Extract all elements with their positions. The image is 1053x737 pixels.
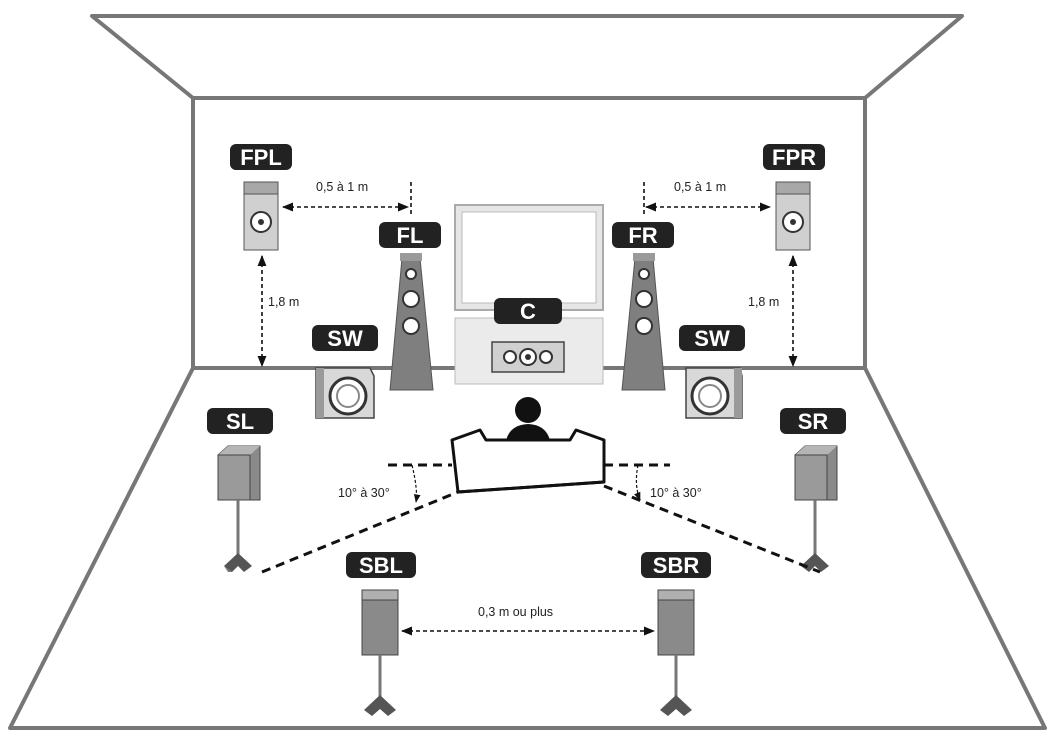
tag-fl: FL bbox=[379, 222, 441, 248]
surround-left-speaker bbox=[217, 445, 261, 572]
tag-fr: FR bbox=[612, 222, 674, 248]
svg-text:SBR: SBR bbox=[653, 553, 700, 578]
tag-fpr: FPR bbox=[763, 144, 825, 170]
svg-text:SBL: SBL bbox=[359, 553, 403, 578]
svg-text:SW: SW bbox=[694, 326, 730, 351]
front-right-speaker bbox=[621, 253, 666, 391]
tag-sbr: SBR bbox=[641, 552, 711, 578]
surround-line-left bbox=[261, 490, 459, 574]
svg-text:FPR: FPR bbox=[772, 145, 816, 170]
front-presence-right-gap-label: 0,5 à 1 m bbox=[674, 180, 726, 194]
surround-right-speaker bbox=[794, 445, 838, 572]
presence-height-left-label: 1,8 m bbox=[268, 295, 299, 309]
subwoofer-right bbox=[685, 367, 743, 419]
front-presence-left-speaker bbox=[243, 181, 279, 251]
surround-angle-right-label: 10° à 30° bbox=[650, 486, 702, 500]
tv-screen bbox=[454, 204, 604, 311]
front-presence-left-gap-label: 0,5 à 1 m bbox=[316, 180, 368, 194]
surround-angle-left-label: 10° à 30° bbox=[338, 486, 390, 500]
subwoofer-left bbox=[315, 367, 375, 419]
surround-line-right bbox=[603, 484, 821, 574]
tag-fpl: FPL bbox=[230, 144, 292, 170]
svg-text:FPL: FPL bbox=[240, 145, 282, 170]
angle-arc-left bbox=[411, 464, 421, 503]
tag-sbl: SBL bbox=[346, 552, 416, 578]
tag-sw-right: SW bbox=[679, 325, 745, 351]
svg-text:SL: SL bbox=[226, 409, 254, 434]
tag-c: C bbox=[494, 298, 562, 324]
svg-text:C: C bbox=[520, 299, 536, 324]
angle-arc-right bbox=[634, 464, 641, 501]
presence-height-right-label: 1,8 m bbox=[748, 295, 779, 309]
svg-text:FR: FR bbox=[628, 223, 657, 248]
tag-sl: SL bbox=[207, 408, 273, 434]
sofa bbox=[450, 428, 606, 494]
svg-text:FL: FL bbox=[397, 223, 424, 248]
center-speaker bbox=[491, 341, 565, 373]
front-presence-right-speaker bbox=[775, 181, 811, 251]
svg-text:SR: SR bbox=[798, 409, 829, 434]
svg-text:SW: SW bbox=[327, 326, 363, 351]
surround-back-gap-label: 0,3 m ou plus bbox=[478, 605, 553, 619]
surround-back-left-speaker bbox=[361, 589, 399, 716]
tag-sr: SR bbox=[780, 408, 846, 434]
tag-sw-left: SW bbox=[312, 325, 378, 351]
surround-back-right-speaker bbox=[657, 589, 695, 716]
front-left-speaker bbox=[389, 253, 434, 391]
